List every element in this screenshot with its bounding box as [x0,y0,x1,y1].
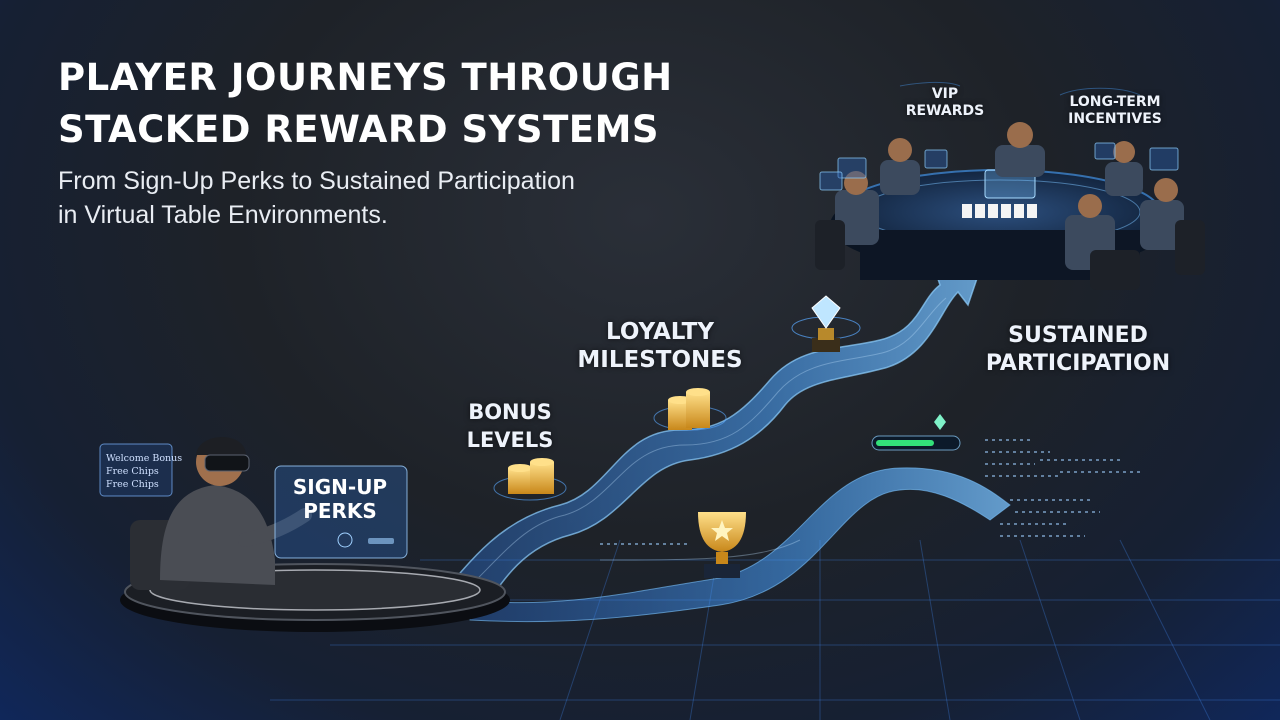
label-line: VIP [931,86,959,102]
label-line: PARTICIPATION [985,351,1171,376]
diamond-icon [791,295,861,352]
signup-table [120,563,510,632]
label-line: LOYALTY [605,319,714,345]
sustained-participation-label: SUSTAINED PARTICIPATION [960,322,1196,378]
vip-rewards-label: VIP REWARDS [890,86,1000,120]
label-line: LEVELS [466,428,554,452]
coin-stack-icon [493,458,567,501]
label-line: BONUS [468,400,552,424]
signup-perks-label: SIGN-UP PERKS [292,475,388,523]
title-line-2: STACKED REWARD SYSTEMS [58,108,660,151]
title-line-1: PLAYER JOURNEYS THROUGH [58,56,673,99]
signup-panel [274,465,408,559]
subtitle-line-1: From Sign-Up Perks to Sustained Particip… [58,167,575,195]
bonus-levels-label: BONUS LEVELS [440,398,580,454]
loyalty-milestones-label: LOYALTY MILESTONES [560,318,760,374]
label-line: LONG-TERM [1069,94,1161,110]
long-term-incentives-label: LONG-TERM INCENTIVES [1045,94,1185,128]
welcome-panel-text: Welcome Bonus Free Chips Free Chips [106,452,182,491]
label-line: MILESTONES [577,347,743,373]
trophy-icon [698,512,746,578]
panel-line: Free Chips [106,479,159,490]
label-line: SUSTAINED [1008,323,1148,348]
panel-line: Free Chips [106,466,159,477]
vip-table-scene [815,81,1205,290]
page-subtitle: From Sign-Up Perks to Sustained Particip… [58,164,575,232]
welcome-panel [99,443,173,497]
page-title: PLAYER JOURNEYS THROUGH STACKED REWARD S… [58,52,673,156]
progress-bar [871,435,961,451]
label-line: INCENTIVES [1068,111,1162,127]
coin-stack-icon [653,388,727,431]
lower-ribbon [469,467,1011,623]
player-avatar [130,436,312,590]
label-line: REWARDS [905,103,985,119]
vr-headset-icon [204,454,250,472]
panel-line: Welcome Bonus [106,453,183,464]
subtitle-line-2: in Virtual Table Environments. [58,201,388,229]
